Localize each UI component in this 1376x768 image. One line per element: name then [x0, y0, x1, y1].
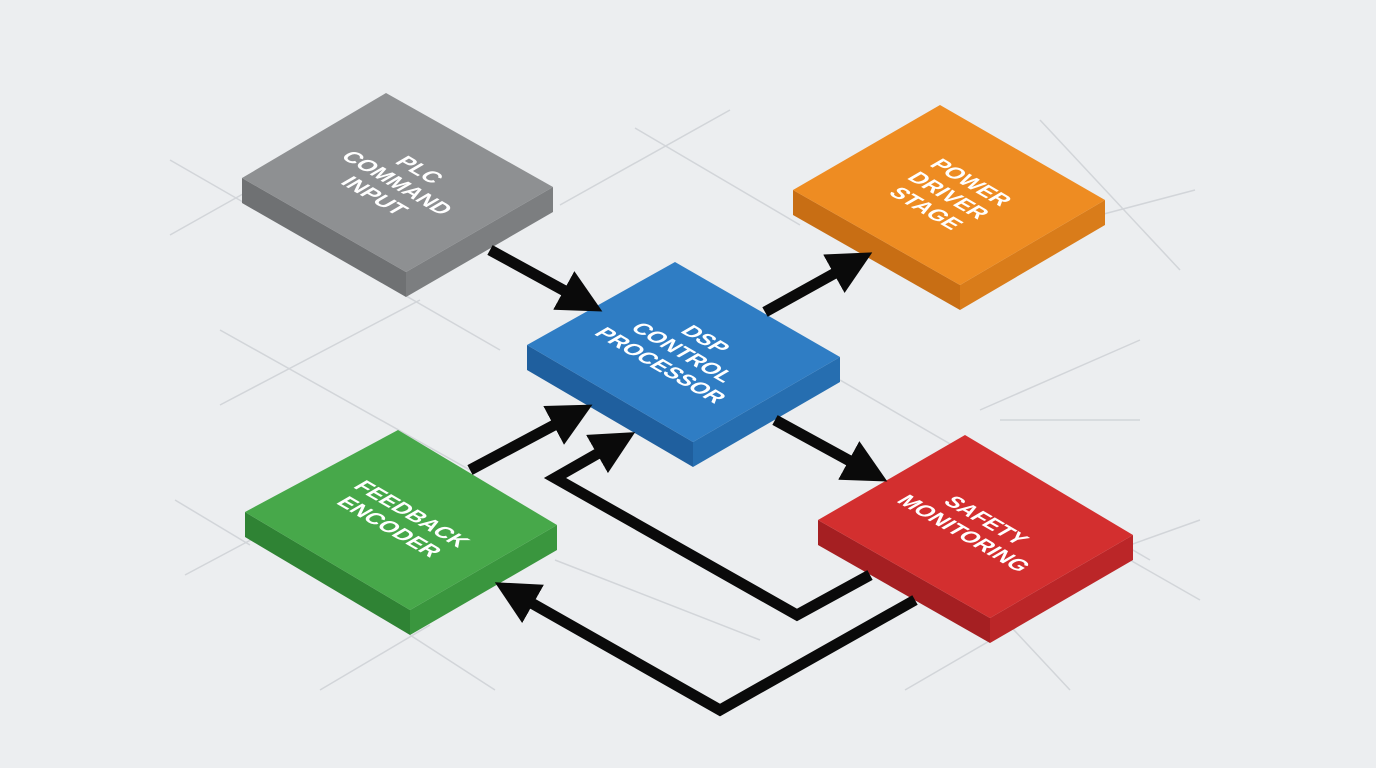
block-top — [527, 262, 840, 442]
arrow-feedback-to-dsp — [467, 404, 593, 475]
block-top — [793, 105, 1105, 285]
block-side-right — [960, 200, 1105, 310]
arrow-dsp-to-power — [762, 252, 873, 317]
block-side-right — [406, 187, 553, 297]
arrow-safety-to-feedback — [494, 582, 918, 717]
arrow-dsp-to-safety — [772, 415, 888, 482]
block-side-left — [242, 178, 406, 297]
block-side-left — [527, 345, 693, 467]
block-top — [818, 435, 1133, 618]
block-top — [245, 430, 557, 610]
block-side-right — [990, 535, 1133, 643]
block-side-right — [693, 357, 840, 467]
block-top — [242, 93, 553, 272]
arrow-safety-to-dsp — [543, 432, 873, 622]
block-side-left — [818, 520, 990, 643]
arrow-plc-to-dsp — [487, 245, 603, 312]
block-side-left — [793, 190, 960, 310]
block-side-right — [410, 525, 557, 635]
block-side-left — [245, 512, 410, 635]
